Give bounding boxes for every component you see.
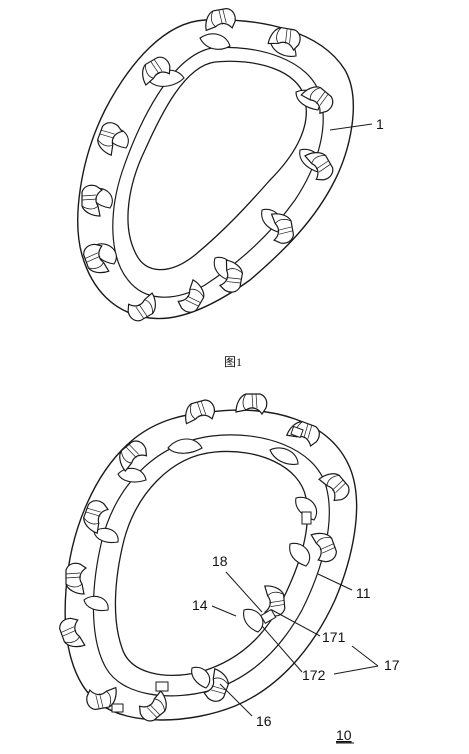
fig2-leader-17b: [333, 665, 379, 675]
fig2-leader-172: [261, 625, 303, 673]
fig2-leader-16: [219, 683, 253, 717]
fig2-leader-11: [317, 573, 353, 591]
fig2-leader-14: [211, 605, 237, 617]
fig1-leader-1: [329, 123, 373, 131]
fig2-label-10: 10: [336, 727, 352, 743]
fig2-label-17: 17: [384, 657, 400, 673]
fig2-leader-17a: [351, 645, 379, 667]
fig2-label-11: 11: [356, 585, 371, 601]
figure-2-drawing: 18 14 171 172 17 11 16 10: [56, 393, 400, 744]
fig2-leader-18: [225, 571, 263, 613]
fig2-label-172: 172: [302, 667, 326, 683]
fig2-label-16: 16: [256, 713, 272, 729]
fig2-leader-171: [271, 609, 321, 637]
fig2-label-171: 171: [322, 629, 346, 645]
fig2-label-14: 14: [192, 597, 208, 613]
figure-1-drawing: 1: [77, 6, 384, 325]
fig1-label-1: 1: [376, 116, 384, 132]
fig2-label-18: 18: [212, 553, 228, 569]
figure-1-caption: 图1: [224, 355, 242, 369]
